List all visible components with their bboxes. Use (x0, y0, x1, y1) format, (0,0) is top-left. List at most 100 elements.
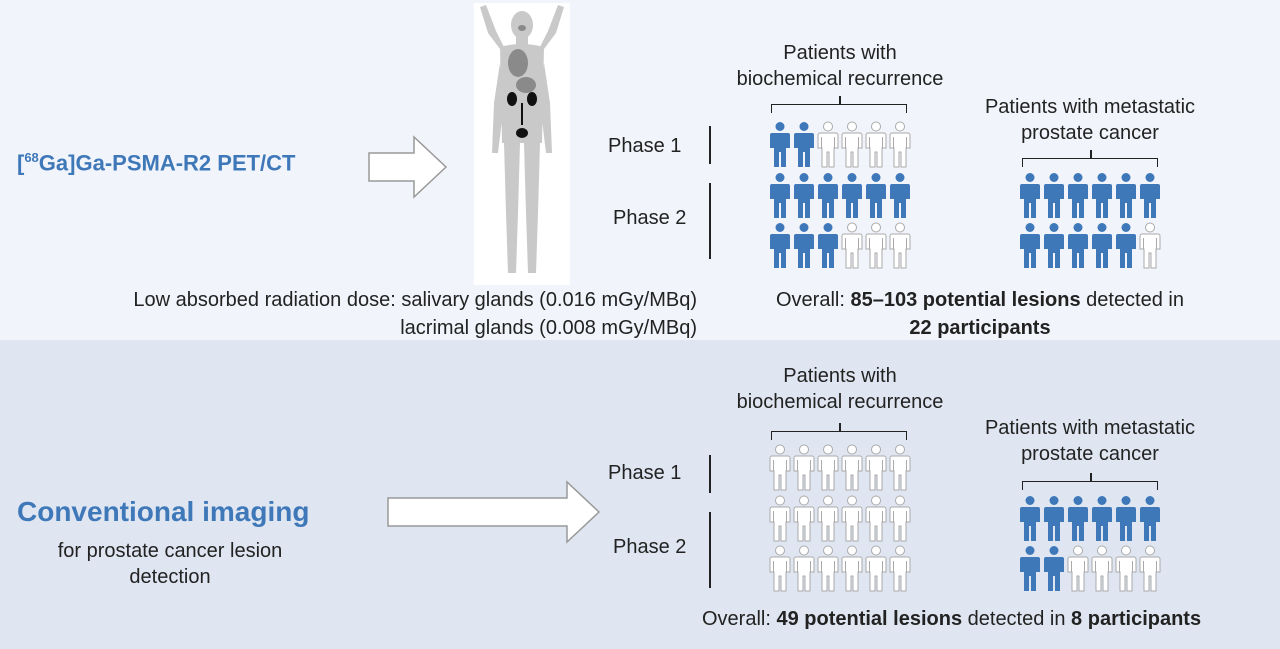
person-filled-icon (1066, 495, 1090, 543)
person-filled-icon (1018, 222, 1042, 270)
dose-text: Low absorbed radiation dose: salivary gl… (0, 286, 697, 342)
person-outline-icon (1114, 545, 1138, 593)
overall-lesions: 49 potential lesions (776, 608, 963, 630)
person-filled-icon (1042, 222, 1066, 270)
person-filled-icon (888, 172, 912, 220)
tracer-bracket: [ (17, 150, 25, 176)
tracer-name: Ga]Ga-PSMA-R2 PET/CT (38, 150, 296, 176)
person-outline-icon (888, 495, 912, 543)
overall-participants: 8 participants (1071, 608, 1202, 630)
tracer-superscript: 68 (24, 150, 39, 165)
bcr-label-line-2: biochemical recurrence (736, 68, 944, 90)
person-filled-icon (1042, 495, 1066, 543)
person-outline-icon (888, 222, 912, 270)
bcr-phase-2-group (768, 495, 912, 593)
pet-ct-panel: [68Ga]Ga-PSMA-R2 PET/CT (0, 0, 1280, 340)
conventional-title: Conventional imaging (0, 496, 340, 528)
person-outline-icon (816, 495, 840, 543)
arrow-icon (368, 135, 448, 199)
person-filled-icon (1042, 545, 1066, 593)
met-label-line-1: Patients with metastatic (984, 417, 1196, 439)
person-outline-icon (888, 444, 912, 492)
person-filled-icon (1090, 172, 1114, 220)
person-filled-icon (768, 121, 792, 169)
person-outline-icon (816, 545, 840, 593)
bcr-bracket (771, 423, 907, 440)
person-filled-icon (1066, 172, 1090, 220)
conventional-subtitle-line-2: detection (129, 566, 211, 588)
person-filled-icon (1090, 222, 1114, 270)
bcr-label: Patients with biochemical recurrence (700, 363, 980, 415)
person-outline-icon (840, 545, 864, 593)
bcr-label-line-2: biochemical recurrence (736, 391, 944, 413)
phase-1-divider (709, 455, 711, 493)
met-label-line-2: prostate cancer (1021, 443, 1159, 465)
person-outline-icon (768, 545, 792, 593)
met-label-line-2: prostate cancer (1021, 122, 1159, 144)
met-label: Patients with metastatic prostate cancer (950, 415, 1230, 467)
met-bracket (1022, 150, 1158, 167)
bcr-bracket (771, 96, 907, 113)
pet-scan-image (474, 3, 570, 285)
person-outline-icon (864, 495, 888, 543)
person-outline-icon (792, 444, 816, 492)
person-filled-icon (1018, 545, 1042, 593)
phase-2-divider (709, 512, 711, 588)
person-outline-icon (768, 495, 792, 543)
overall-prefix: Overall: (776, 289, 851, 311)
phase-1-divider (709, 126, 711, 164)
person-filled-icon (840, 172, 864, 220)
person-outline-icon (888, 121, 912, 169)
person-filled-icon (768, 172, 792, 220)
bcr-phase-1-group (768, 444, 912, 492)
overall-prefix: Overall: (702, 608, 777, 630)
person-filled-icon (792, 222, 816, 270)
person-outline-icon (1138, 222, 1162, 270)
overall-lesions: 85–103 potential lesions (850, 289, 1081, 311)
met-label-line-1: Patients with metastatic (984, 96, 1196, 118)
person-outline-icon (840, 495, 864, 543)
bcr-phase-2-group (768, 172, 912, 270)
person-outline-icon (864, 222, 888, 270)
person-filled-icon (816, 222, 840, 270)
conventional-panel: Conventional imaging for prostate cancer… (0, 340, 1280, 649)
person-filled-icon (1114, 495, 1138, 543)
person-filled-icon (1018, 495, 1042, 543)
met-phase-2-group (1018, 172, 1162, 270)
person-outline-icon (792, 545, 816, 593)
person-filled-icon (1042, 172, 1066, 220)
met-bracket (1022, 473, 1158, 490)
person-outline-icon (840, 222, 864, 270)
phase-1-label: Phase 1 (608, 135, 682, 157)
phase-2-label: Phase 2 (613, 207, 687, 229)
person-filled-icon (1138, 495, 1162, 543)
person-filled-icon (1114, 172, 1138, 220)
phase-2-divider (709, 183, 711, 259)
overall-text: Overall: 49 potential lesions detected i… (702, 608, 1201, 631)
person-filled-icon (792, 121, 816, 169)
person-filled-icon (1018, 172, 1042, 220)
overall-text: Overall: 85–103 potential lesions detect… (700, 286, 1260, 342)
overall-mid: detected in (962, 608, 1072, 630)
person-outline-icon (840, 444, 864, 492)
person-filled-icon (864, 172, 888, 220)
dose-line-1: Low absorbed radiation dose: salivary gl… (133, 289, 697, 311)
dose-line-2: lacrimal glands (0.008 mGy/MBq) (400, 317, 697, 339)
person-outline-icon (1138, 545, 1162, 593)
person-filled-icon (792, 172, 816, 220)
phase-2-label: Phase 2 (613, 536, 687, 558)
person-outline-icon (816, 444, 840, 492)
person-outline-icon (816, 121, 840, 169)
person-outline-icon (1066, 545, 1090, 593)
bcr-phase-1-group (768, 121, 912, 169)
person-outline-icon (864, 444, 888, 492)
conventional-subtitle-line-1: for prostate cancer lesion (57, 540, 283, 562)
person-outline-icon (864, 121, 888, 169)
overall-participants: 22 participants (909, 317, 1051, 339)
person-outline-icon (840, 121, 864, 169)
person-filled-icon (1090, 495, 1114, 543)
bcr-label-line-1: Patients with (783, 365, 897, 387)
person-outline-icon (888, 545, 912, 593)
bcr-label-line-1: Patients with (783, 42, 897, 64)
arrow-icon-long (387, 480, 601, 544)
